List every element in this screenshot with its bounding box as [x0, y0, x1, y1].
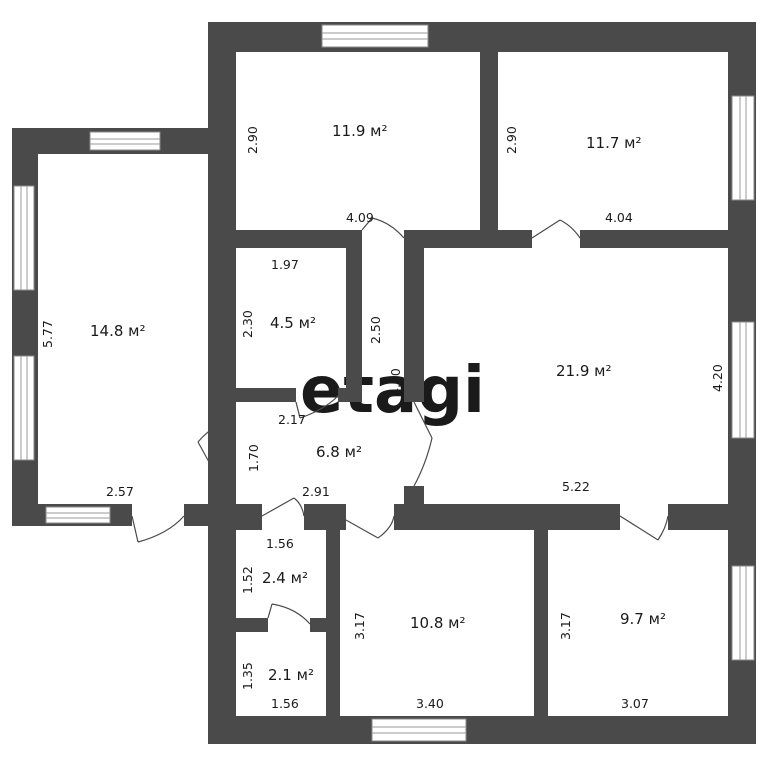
door-storage: [295, 395, 339, 419]
corridor-length-total: 4.20: [388, 368, 403, 396]
kitchen-width: 3.40: [416, 696, 444, 711]
window-bottom-kitchen: [371, 718, 467, 742]
bedroom-1-height: 2.90: [245, 126, 260, 154]
door-bedroom-2: [531, 219, 581, 239]
kitchen-area: 10.8 м²: [410, 614, 466, 632]
door-entrance: [131, 515, 185, 543]
living-room-area: 21.9 м²: [556, 362, 612, 380]
door-bedroom-1: [361, 217, 405, 239]
hall-width-top: 2.17: [278, 412, 306, 427]
toilet-width: 1.56: [271, 696, 299, 711]
toilet-area: 2.1 м²: [268, 666, 314, 684]
bedroom-1-width: 4.09: [346, 210, 374, 225]
doors: [131, 217, 669, 625]
door-living-room: [413, 401, 433, 487]
bathroom-area: 2.4 м²: [262, 569, 308, 587]
bathroom-height: 1.52: [240, 566, 255, 594]
bathroom-width: 1.56: [266, 536, 294, 551]
window-right-living-room: [731, 321, 755, 439]
window-top-bedroom-1: [321, 24, 429, 48]
left-room-width: 2.57: [106, 484, 134, 499]
bedroom-1-area: 11.9 м²: [332, 122, 388, 140]
hall-width-bottom: 2.91: [302, 484, 330, 499]
door-hall-bathroom: [261, 497, 305, 517]
window-right-bedroom-2: [731, 95, 755, 201]
corridor-length: 2.50: [368, 316, 383, 344]
window-right-bedroom-3: [731, 565, 755, 661]
storage-area: 4.5 м²: [270, 314, 316, 332]
door-toilet: [267, 603, 311, 625]
door-kitchen: [345, 515, 395, 539]
bedroom-2-area: 11.7 м²: [586, 134, 642, 152]
left-room-area: 14.8 м²: [90, 322, 146, 340]
windows: [13, 24, 755, 742]
toilet-height: 1.35: [240, 662, 255, 690]
bedroom-2-width: 4.04: [605, 210, 633, 225]
bedroom-3-width: 3.07: [621, 696, 649, 711]
window-bottom-left-room: [45, 506, 111, 524]
bedroom-2-height: 2.90: [504, 126, 519, 154]
door-hall-left: [197, 423, 221, 483]
storage-width: 1.97: [271, 257, 299, 272]
hall-area: 6.8 м²: [316, 443, 362, 461]
bedroom-3-height: 3.17: [558, 612, 573, 640]
window-left-room-upper: [13, 185, 35, 291]
storage-height: 2.30: [240, 310, 255, 338]
door-bedroom-3: [619, 515, 669, 541]
left-room-height: 5.77: [40, 320, 55, 348]
window-top-left-room: [89, 131, 161, 151]
living-room-height: 4.20: [710, 364, 725, 392]
living-room-width: 5.22: [562, 479, 590, 494]
window-left-room-lower: [13, 355, 35, 461]
hall-height: 1.70: [246, 444, 261, 472]
kitchen-height: 3.17: [352, 612, 367, 640]
watermark: etagi: [300, 354, 485, 428]
bedroom-3-area: 9.7 м²: [620, 610, 666, 628]
